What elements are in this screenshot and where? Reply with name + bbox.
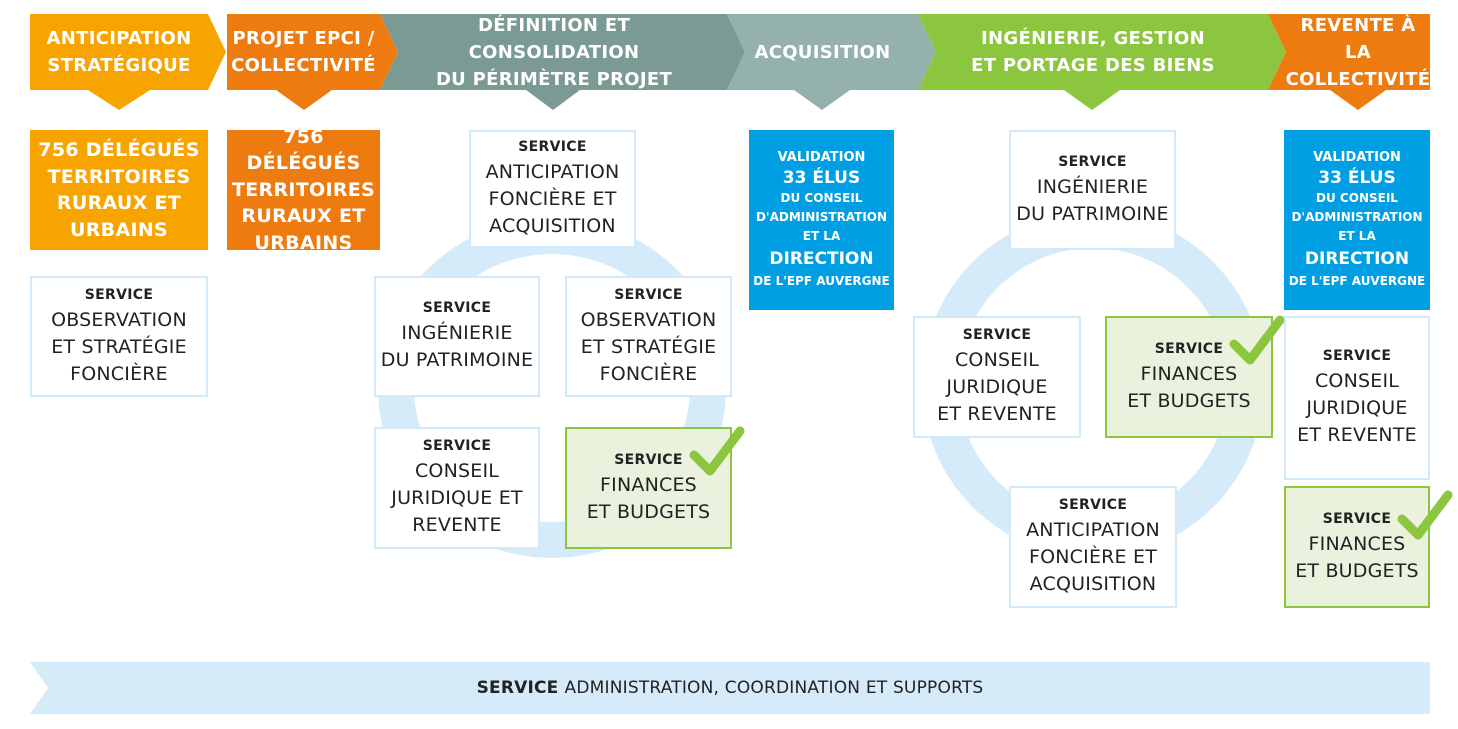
service-tag: SERVICE bbox=[84, 286, 154, 303]
service-tag: SERVICE bbox=[1058, 497, 1128, 513]
service-tag: SERVICE bbox=[614, 451, 683, 468]
service-tag: SERVICE bbox=[422, 300, 492, 316]
service-tag: SERVICE bbox=[1154, 340, 1224, 357]
step-acquisition-shape bbox=[727, 14, 936, 110]
service-tag: SERVICE bbox=[614, 286, 683, 303]
validation-box-acquisition: VALIDATION 33 ÉLUS DU CONSEIL D'ADMINIST… bbox=[749, 130, 894, 310]
service-tag: SERVICE bbox=[518, 139, 587, 155]
step-projet-shape bbox=[227, 14, 398, 110]
service-tag: SERVICE bbox=[1322, 348, 1392, 364]
service-tag: SERVICE bbox=[422, 438, 492, 454]
process-steps-band bbox=[30, 14, 1430, 110]
checkmark-icon bbox=[1397, 490, 1453, 540]
step-revente-shape bbox=[1268, 14, 1430, 110]
step-acquisition-label: ACQUISITION bbox=[754, 41, 891, 63]
service-tag: SERVICE bbox=[1058, 153, 1127, 170]
step-ingenierie-shape bbox=[918, 14, 1286, 110]
step-projet-label: PROJET EPCI /COLLECTIVITÉ bbox=[231, 28, 376, 76]
service-tag: SERVICE bbox=[1322, 510, 1392, 527]
checkmark-icon bbox=[1229, 315, 1285, 365]
service-tag: SERVICE bbox=[962, 327, 1032, 343]
checkmark-icon bbox=[689, 426, 745, 476]
validation-box-revente: VALIDATION 33 ÉLUS DU CONSEIL D'ADMINIST… bbox=[1284, 130, 1430, 310]
step-definition-shape bbox=[380, 14, 745, 110]
step-anticipation-shape bbox=[30, 14, 226, 110]
